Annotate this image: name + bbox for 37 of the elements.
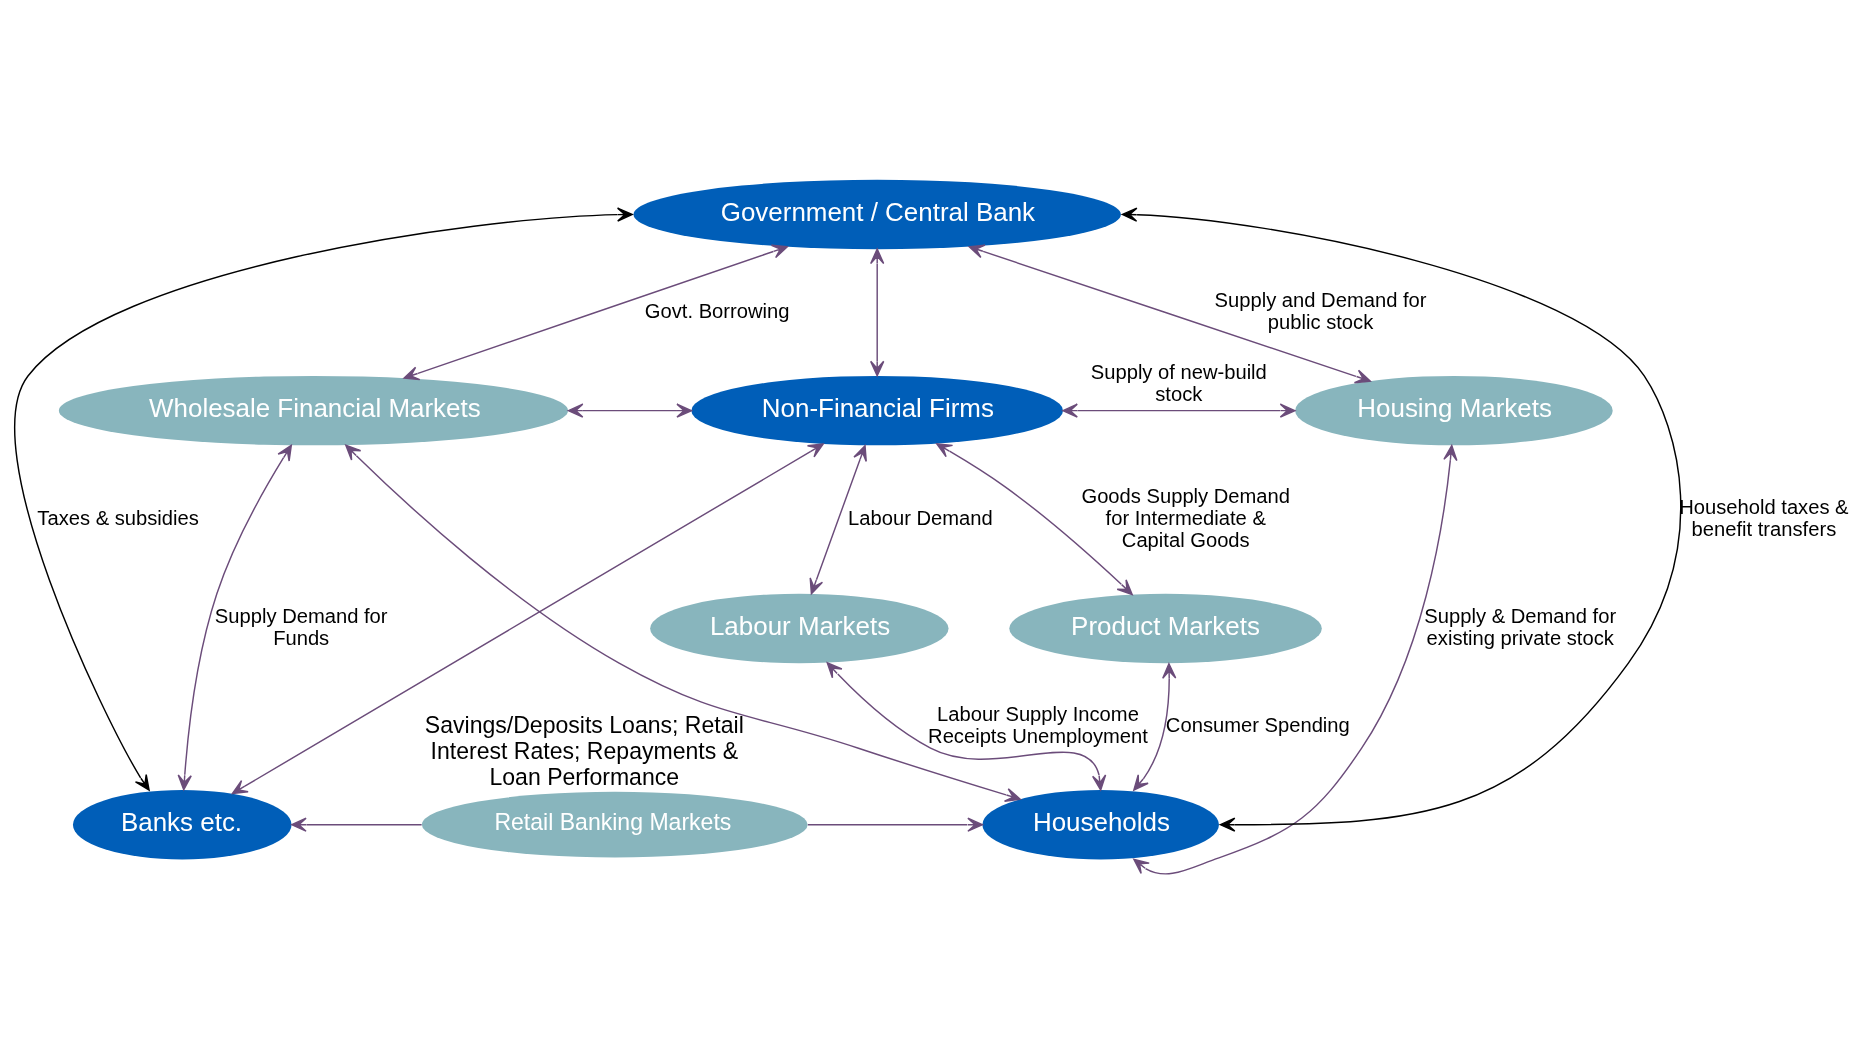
arrow <box>231 442 824 794</box>
arrow <box>177 444 292 790</box>
edge-label: Household taxes & benefit transfers <box>1679 495 1849 540</box>
edge-label: Govt. Borrowing <box>644 299 790 322</box>
node-ellipse: Wholesale Financial Markets <box>58 375 568 445</box>
arrow <box>807 816 983 832</box>
edge-label: Supply of new-build stock <box>1090 360 1267 405</box>
arrow <box>809 444 867 594</box>
edge-label: Taxes & subsidies <box>37 506 199 529</box>
node-ellipse: Labour Markets <box>650 593 949 663</box>
arrow <box>870 247 885 376</box>
arrow <box>936 442 1133 595</box>
edge-label: Labour Demand <box>848 506 993 529</box>
node-ellipse: Housing Markets <box>1295 375 1613 445</box>
node-ellipse: Product Markets <box>1009 593 1322 663</box>
arrow <box>968 243 1371 383</box>
node-ellipse: Government / Central Bank <box>633 179 1121 249</box>
arrow <box>403 244 788 380</box>
edge-label: Supply & Demand for existing private stock <box>1424 604 1617 649</box>
node-ellipse: Banks etc. <box>72 789 292 859</box>
edge-label: Goods Supply Demand for Intermediate & Capital Goods <box>1081 484 1291 551</box>
arrow <box>1121 207 1682 832</box>
arrow <box>1133 444 1458 875</box>
arrow <box>1133 662 1177 791</box>
arrow <box>13 206 633 791</box>
edge-label: Supply Demand for Funds <box>214 604 388 649</box>
edge-label: Consumer Spending <box>1165 713 1350 736</box>
arrow <box>1062 402 1296 418</box>
node-ellipse: Non-Financial Firms <box>691 375 1064 445</box>
node-ellipse: Retail Banking Markets <box>421 791 808 857</box>
node-label: Savings/Deposits Loans; Retail Interest Rates; Repayments & Loan Performance <box>424 711 744 790</box>
arrow <box>826 661 1107 791</box>
edge-label: Labour Supply Income Receipts Unemployment <box>928 702 1148 747</box>
arrow <box>567 402 693 418</box>
arrow <box>345 444 1021 802</box>
arrow <box>290 816 423 832</box>
edge-label: Supply and Demand for public stock <box>1214 288 1427 333</box>
